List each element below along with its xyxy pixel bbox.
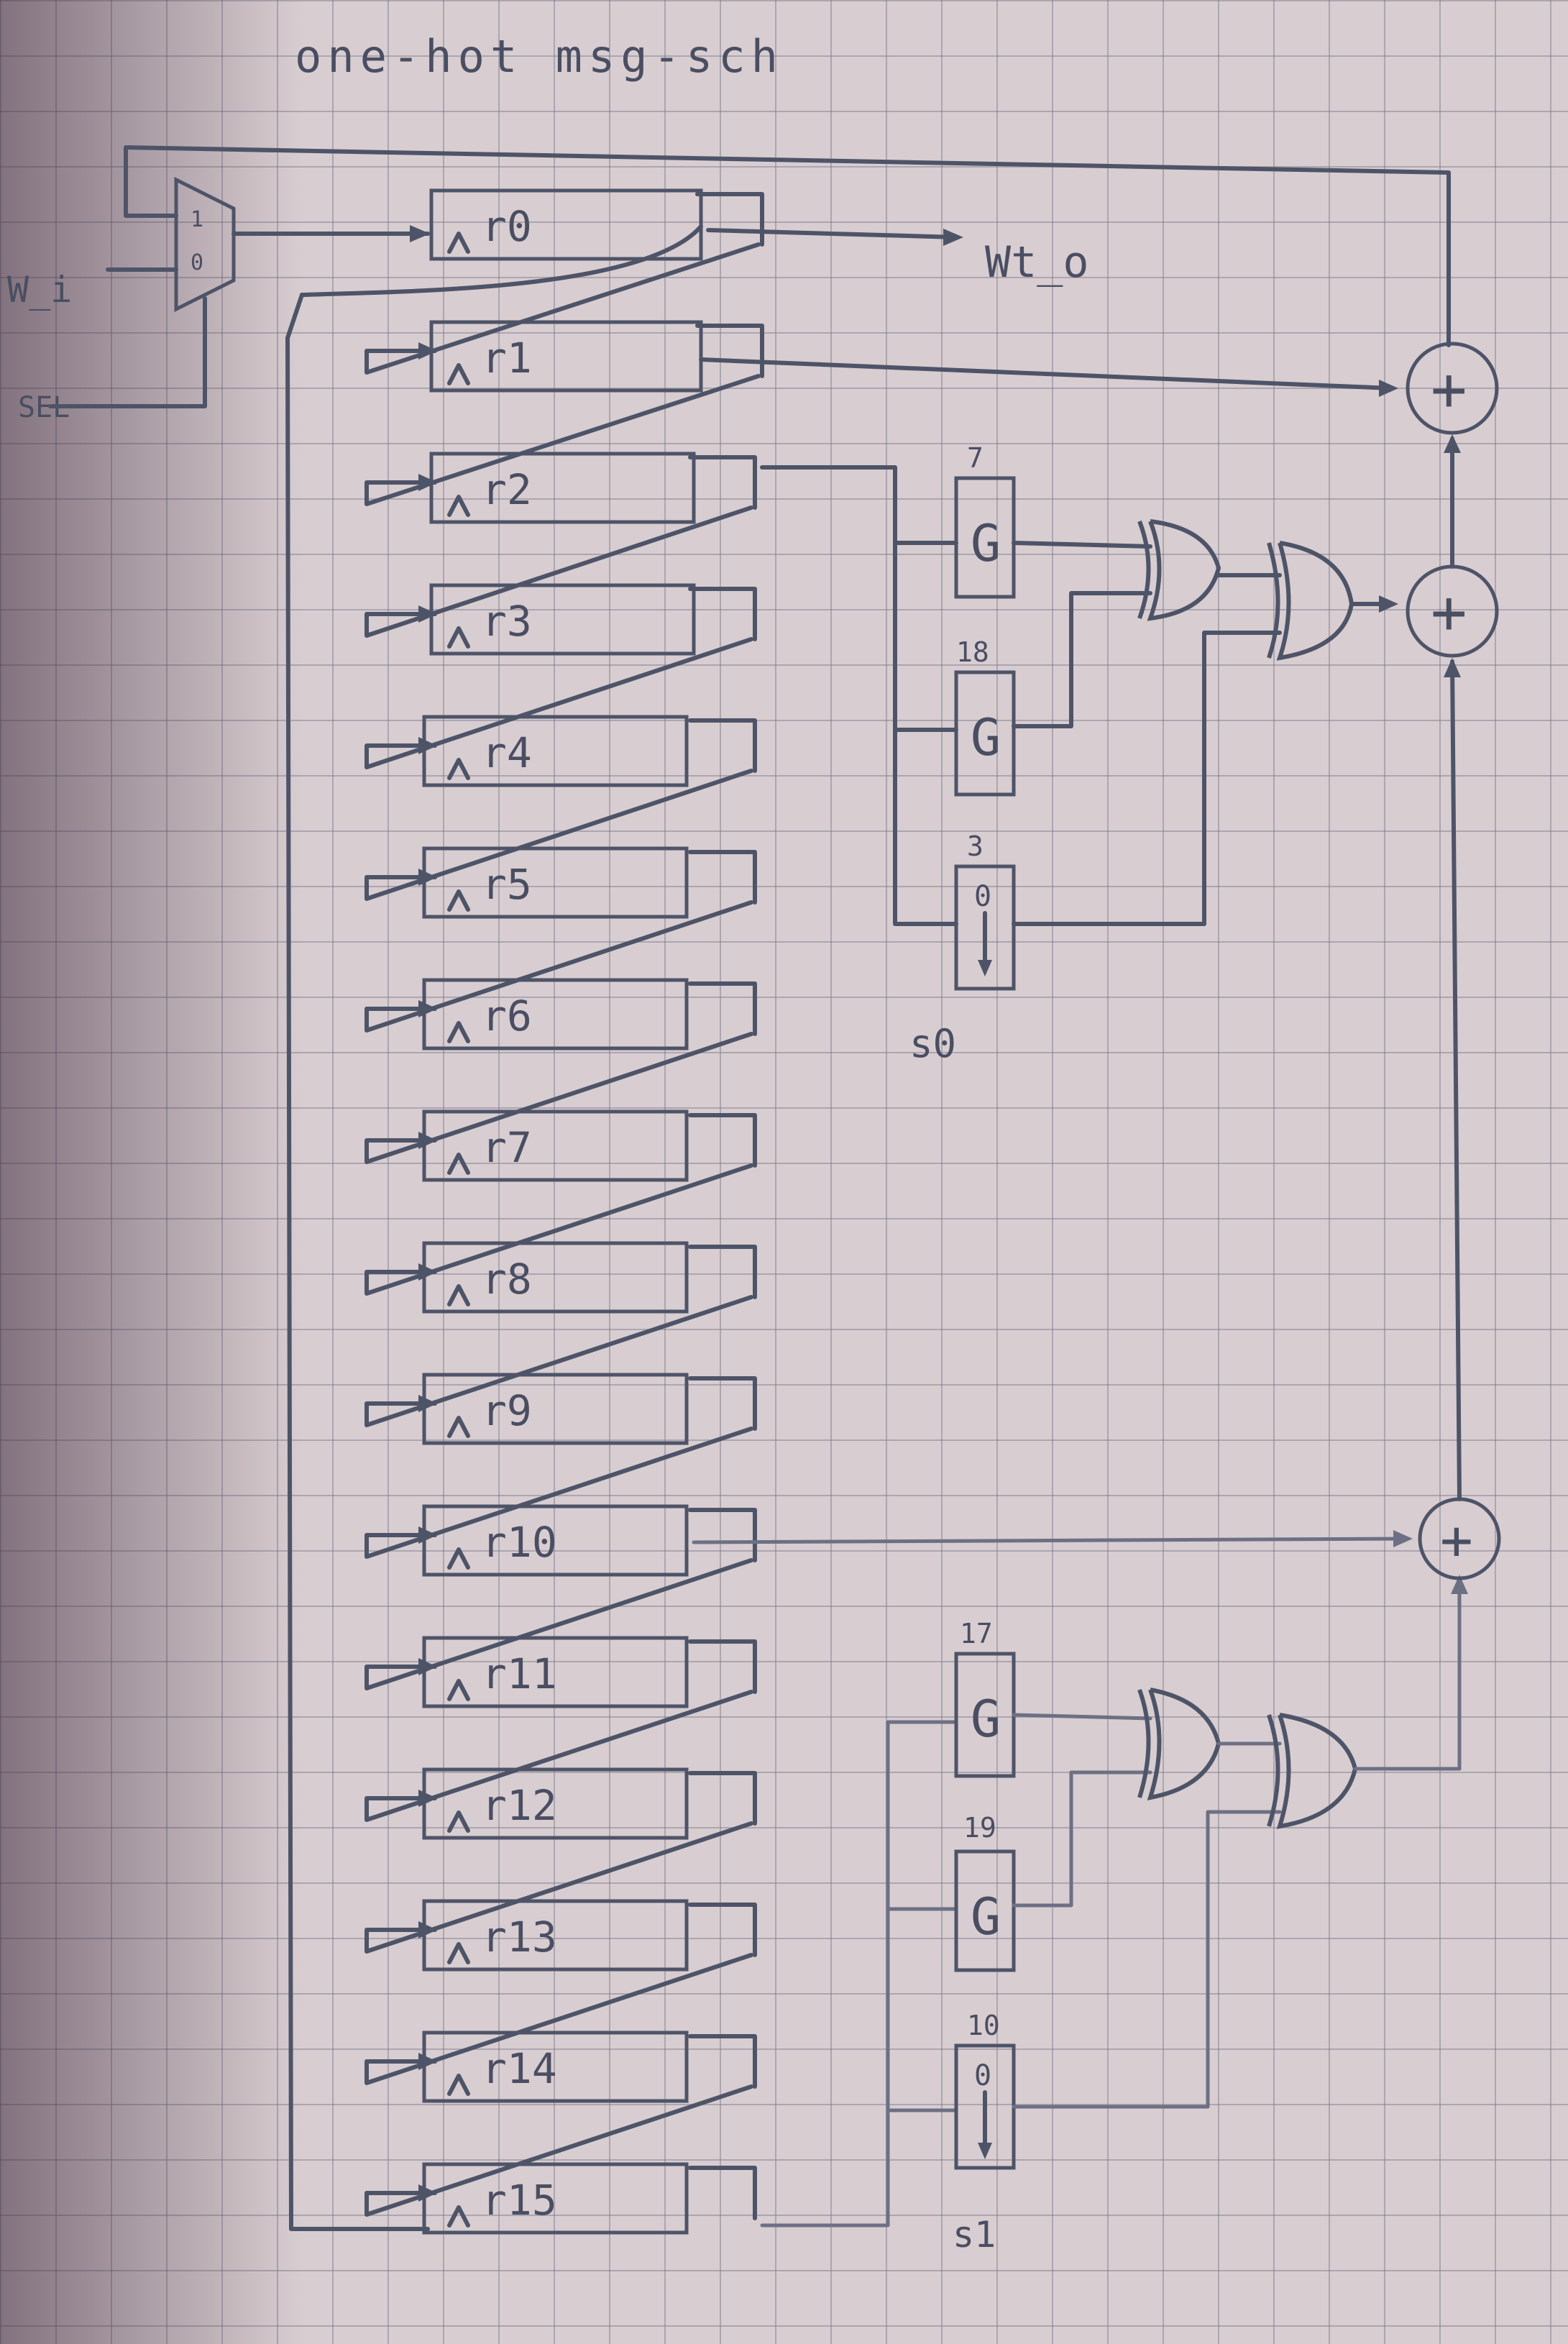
register-0-label: r0 (482, 202, 532, 251)
register-9-label: r9 (482, 1386, 532, 1435)
register-14-label: r14 (482, 2044, 557, 2093)
register-chain: r0 r1 r2 r3 r4 r5 r6 r7 r8 r9 r10 r11 r12 r13 r14 r15 (367, 191, 762, 2233)
wt-feedback-wire (126, 147, 1449, 345)
s1-feed-wire (762, 1722, 956, 2225)
register-15-clock-icon (449, 2207, 468, 2225)
register-10-clock-icon (449, 1549, 468, 1567)
mux (176, 180, 234, 309)
register-0-clock-icon (449, 234, 468, 252)
adder-bottom-symbol: + (1440, 1508, 1473, 1572)
register-12-label: r12 (482, 1781, 557, 1830)
s0-amount-7: 7 (967, 442, 984, 474)
adder-bottom: + (1420, 1499, 1499, 1578)
register-11-clock-icon (449, 1681, 468, 1699)
register-5-clock-icon (449, 892, 468, 910)
register-5-label: r5 (482, 860, 532, 909)
r10-to-adder-wire (694, 1539, 1406, 1542)
register-7-clock-icon (449, 1155, 468, 1173)
s0-rotr-7-icon: G (971, 514, 1001, 573)
register-6-label: r6 (482, 992, 532, 1040)
s0-xor-2 (1269, 543, 1278, 658)
s0-rotr-18-icon: G (971, 708, 1001, 767)
register-4-clock-icon (449, 760, 468, 778)
s1-shr-10-icon: 0 (974, 2059, 991, 2092)
register-15: r15 (424, 2164, 755, 2233)
s1-amount-10: 10 (967, 2010, 1000, 2041)
register-8-label: r8 (482, 1255, 532, 1304)
register-3-label: r3 (482, 597, 532, 646)
s1-rotr-17-icon: G (971, 1690, 1001, 1749)
adder-top-symbol: + (1431, 354, 1467, 424)
adder-middle: + (1408, 567, 1497, 656)
register-14-clock-icon (449, 2076, 468, 2094)
register-11-label: r11 (482, 1649, 557, 1698)
adder-top: + (1408, 344, 1497, 433)
s1-amount-19: 19 (963, 1812, 996, 1844)
sigma1-block: 17 19 10 G G 0 s1 (762, 1575, 1468, 2256)
register-7-label: r7 (482, 1123, 532, 1172)
register-8-clock-icon (449, 1286, 468, 1304)
wt-output-wire (708, 230, 956, 237)
mux-in-1: 1 (191, 207, 203, 232)
register-3-clock-icon (449, 628, 468, 646)
s0-xor-1 (1140, 521, 1149, 618)
s1-amount-17: 17 (960, 1618, 993, 1649)
output-label: Wt_o (985, 237, 1089, 288)
register-13-clock-icon (449, 1944, 468, 1962)
adder-middle-symbol: + (1431, 577, 1467, 647)
input-w-label: W_i (7, 269, 72, 311)
register-6-clock-icon (449, 1023, 468, 1041)
s0-amount-3: 3 (967, 830, 984, 862)
register-1-label: r1 (482, 334, 532, 383)
register-12-clock-icon (449, 1813, 468, 1831)
register-2-label: r2 (482, 465, 532, 514)
s0-shr-3-icon: 0 (974, 880, 991, 913)
s0-label: s0 (909, 1021, 956, 1066)
register-1-clock-icon (449, 365, 468, 383)
mux-in-0: 0 (191, 250, 203, 275)
register-15-label: r15 (482, 2176, 557, 2225)
adder-bottom-to-mid-wire (1452, 661, 1459, 1499)
register-9-clock-icon (449, 1418, 468, 1436)
register-13-label: r13 (482, 1913, 557, 1961)
r1-to-adder-wire (701, 360, 1391, 388)
sel-wire (50, 298, 205, 406)
sigma0-block: 7 18 3 G G 0 s0 (762, 442, 1398, 1066)
s0-amount-18: 18 (956, 636, 989, 668)
register-2-clock-icon (449, 497, 468, 515)
diagram-title: one-hot msg-sch (295, 30, 784, 83)
register-10-label: r10 (482, 1518, 557, 1567)
s0-feed-wire (762, 467, 956, 924)
s1-xor-2 (1269, 1715, 1278, 1826)
s1-xor-1 (1140, 1690, 1149, 1798)
s1-label: s1 (953, 2214, 996, 2256)
register-4-label: r4 (482, 728, 532, 777)
s1-rotr-19-icon: G (971, 1887, 1001, 1946)
